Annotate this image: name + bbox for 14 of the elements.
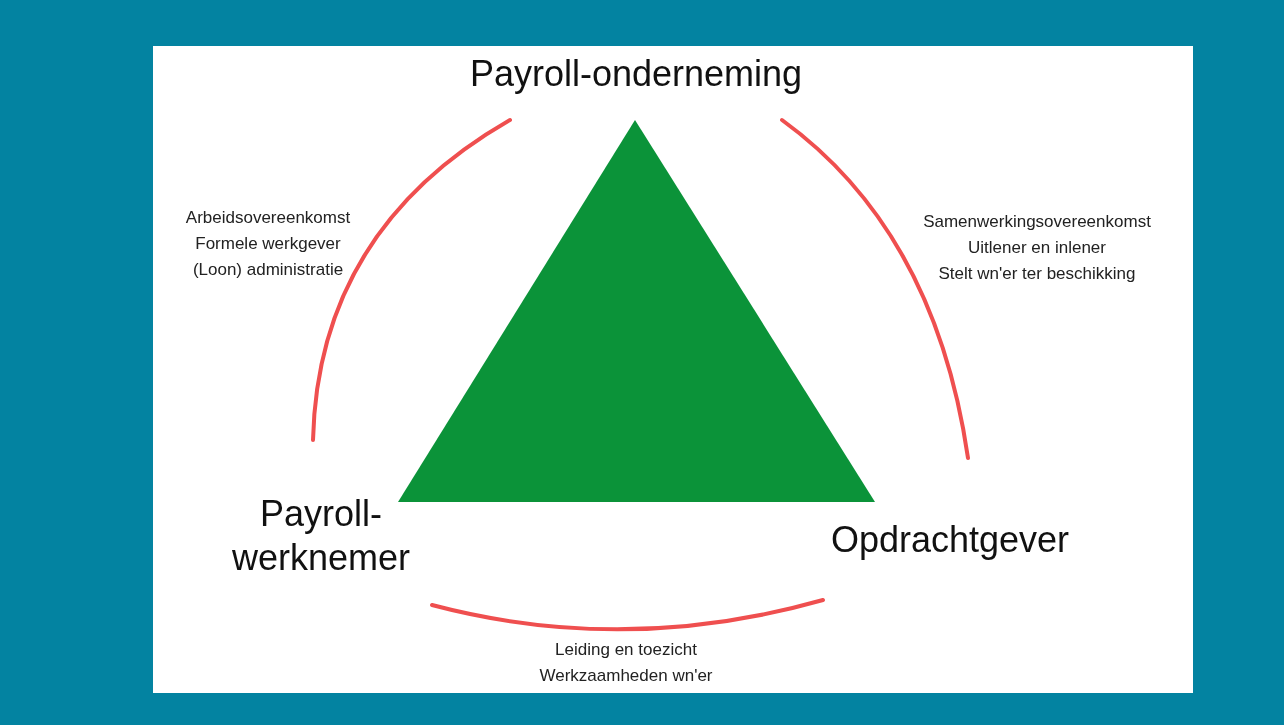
relation-note: Arbeidsovereenkomst <box>185 208 351 228</box>
node-label: Opdrachtgever <box>830 518 1070 562</box>
relation-note: Uitlener en inlener <box>968 238 1106 258</box>
arc-connector <box>430 598 825 632</box>
relation-note: Formele werkgever <box>195 234 341 254</box>
relation-note: Leiding en toezicht <box>555 640 697 660</box>
arc-connector <box>311 118 512 442</box>
relation-note: Samenwerkingsovereenkomst <box>923 212 1151 232</box>
relation-note: Werkzaamheden wn'er <box>539 666 713 686</box>
relation-note: (Loon) administratie <box>192 260 344 280</box>
node-label: Payroll-onderneming <box>469 52 803 96</box>
relation-note: Stelt wn'er ter beschikking <box>938 264 1136 284</box>
node-label: Payroll- werknemer <box>230 492 412 580</box>
arc-connector <box>780 118 970 460</box>
